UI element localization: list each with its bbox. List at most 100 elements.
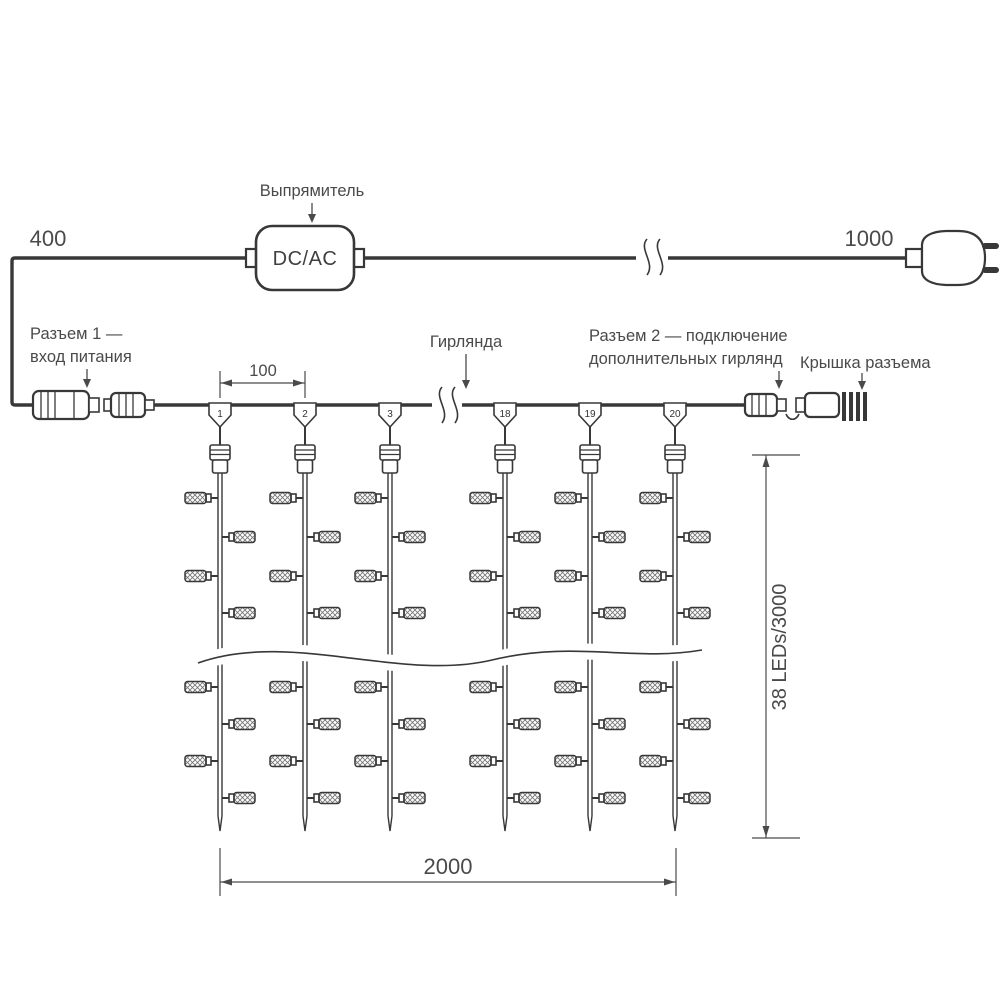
led	[677, 791, 711, 805]
led-bulb	[518, 606, 541, 620]
strand-tip	[302, 815, 308, 832]
drop-number: 20	[669, 409, 681, 420]
dim-arrowhead-icon	[221, 379, 232, 387]
strand-connector-lower	[581, 459, 599, 474]
led-bulb	[469, 569, 492, 583]
led	[554, 680, 588, 694]
strand-tip	[587, 815, 593, 832]
drop-number-tag	[493, 402, 517, 429]
drop-number: 1	[217, 409, 223, 420]
led-bulb	[603, 717, 626, 731]
strand-connector-upper	[664, 444, 686, 461]
break-curve-icon	[643, 238, 651, 276]
led	[354, 491, 388, 505]
plug-cable-length: 1000	[845, 226, 894, 251]
dim-arrowhead-icon	[293, 379, 304, 387]
led	[639, 754, 673, 768]
lead-in-length: 400	[30, 226, 67, 251]
height-dimension: 38 LEDs/3000	[752, 454, 800, 839]
connector2-label: Разъем 2 — подключение дополнительных ги…	[589, 327, 788, 389]
led	[269, 569, 303, 583]
drop-assembly: 1	[184, 402, 256, 832]
strand-connector-upper	[294, 444, 316, 461]
led-bulb	[554, 569, 577, 583]
led-bulb	[603, 530, 626, 544]
power-cable-left	[10, 256, 252, 407]
connector2	[743, 392, 787, 418]
led-bulb	[184, 754, 207, 768]
plug-body	[920, 229, 987, 287]
led	[639, 491, 673, 505]
garland-label: Гирлянда	[430, 333, 503, 351]
led-bulb	[639, 680, 662, 694]
led-bulb	[269, 569, 292, 583]
led-bulb	[603, 606, 626, 620]
strand-tip	[672, 815, 678, 832]
garland-arrowhead-icon	[462, 380, 470, 389]
led-bulb	[518, 717, 541, 731]
led	[354, 680, 388, 694]
led-bulb	[184, 680, 207, 694]
led	[392, 717, 426, 731]
connector2-arrowhead-icon	[775, 380, 783, 389]
led	[677, 530, 711, 544]
led	[392, 791, 426, 805]
led	[392, 530, 426, 544]
drop-number-tag	[208, 402, 232, 429]
drop-number: 18	[499, 409, 511, 420]
strand-connector-upper	[209, 444, 231, 461]
connector1-label-line1: Разъем 1 —	[30, 325, 123, 343]
cap-strap	[785, 413, 800, 421]
led-bulb	[554, 680, 577, 694]
led	[222, 717, 256, 731]
cap-body	[803, 391, 841, 419]
led	[184, 491, 218, 505]
led	[677, 606, 711, 620]
led-bulb	[318, 791, 341, 805]
led	[507, 717, 541, 731]
led-bulb	[639, 491, 662, 505]
curtain-width-value: 2000	[424, 854, 473, 879]
led	[507, 530, 541, 544]
led	[469, 491, 503, 505]
led	[222, 530, 256, 544]
led-bulb	[603, 791, 626, 805]
led	[269, 680, 303, 694]
dim-arrowhead-icon	[762, 456, 770, 467]
led-bulb	[354, 491, 377, 505]
led-bulb	[233, 791, 256, 805]
led	[469, 569, 503, 583]
led-bulb	[318, 717, 341, 731]
led-bulb	[184, 569, 207, 583]
led-bulb	[469, 491, 492, 505]
drop-number-tag	[578, 402, 602, 429]
strand-connector-upper	[494, 444, 516, 461]
led-bulb	[639, 569, 662, 583]
curtain-height-value: 38 LEDs/3000	[769, 584, 791, 711]
led	[677, 717, 711, 731]
led-bulb	[688, 606, 711, 620]
strand-connector-lower	[496, 459, 514, 474]
strand-connector-upper	[579, 444, 601, 461]
power-plug	[904, 229, 999, 287]
rectifier-arrowhead-icon	[308, 214, 316, 223]
garland-break-symbol	[432, 386, 462, 424]
connector1-label-line2: вход питания	[30, 348, 132, 366]
dim-arrowhead-icon	[664, 878, 675, 886]
break-curve-icon	[438, 386, 446, 424]
led-bulb	[403, 530, 426, 544]
strand-connector-lower	[211, 459, 229, 474]
led	[554, 491, 588, 505]
led	[307, 791, 341, 805]
led-bulb	[269, 680, 292, 694]
led	[507, 791, 541, 805]
led	[222, 791, 256, 805]
cap-socket	[795, 397, 806, 413]
led-bulb	[688, 530, 711, 544]
led	[184, 680, 218, 694]
drop-number-tag	[663, 402, 687, 429]
led	[269, 754, 303, 768]
led	[354, 569, 388, 583]
